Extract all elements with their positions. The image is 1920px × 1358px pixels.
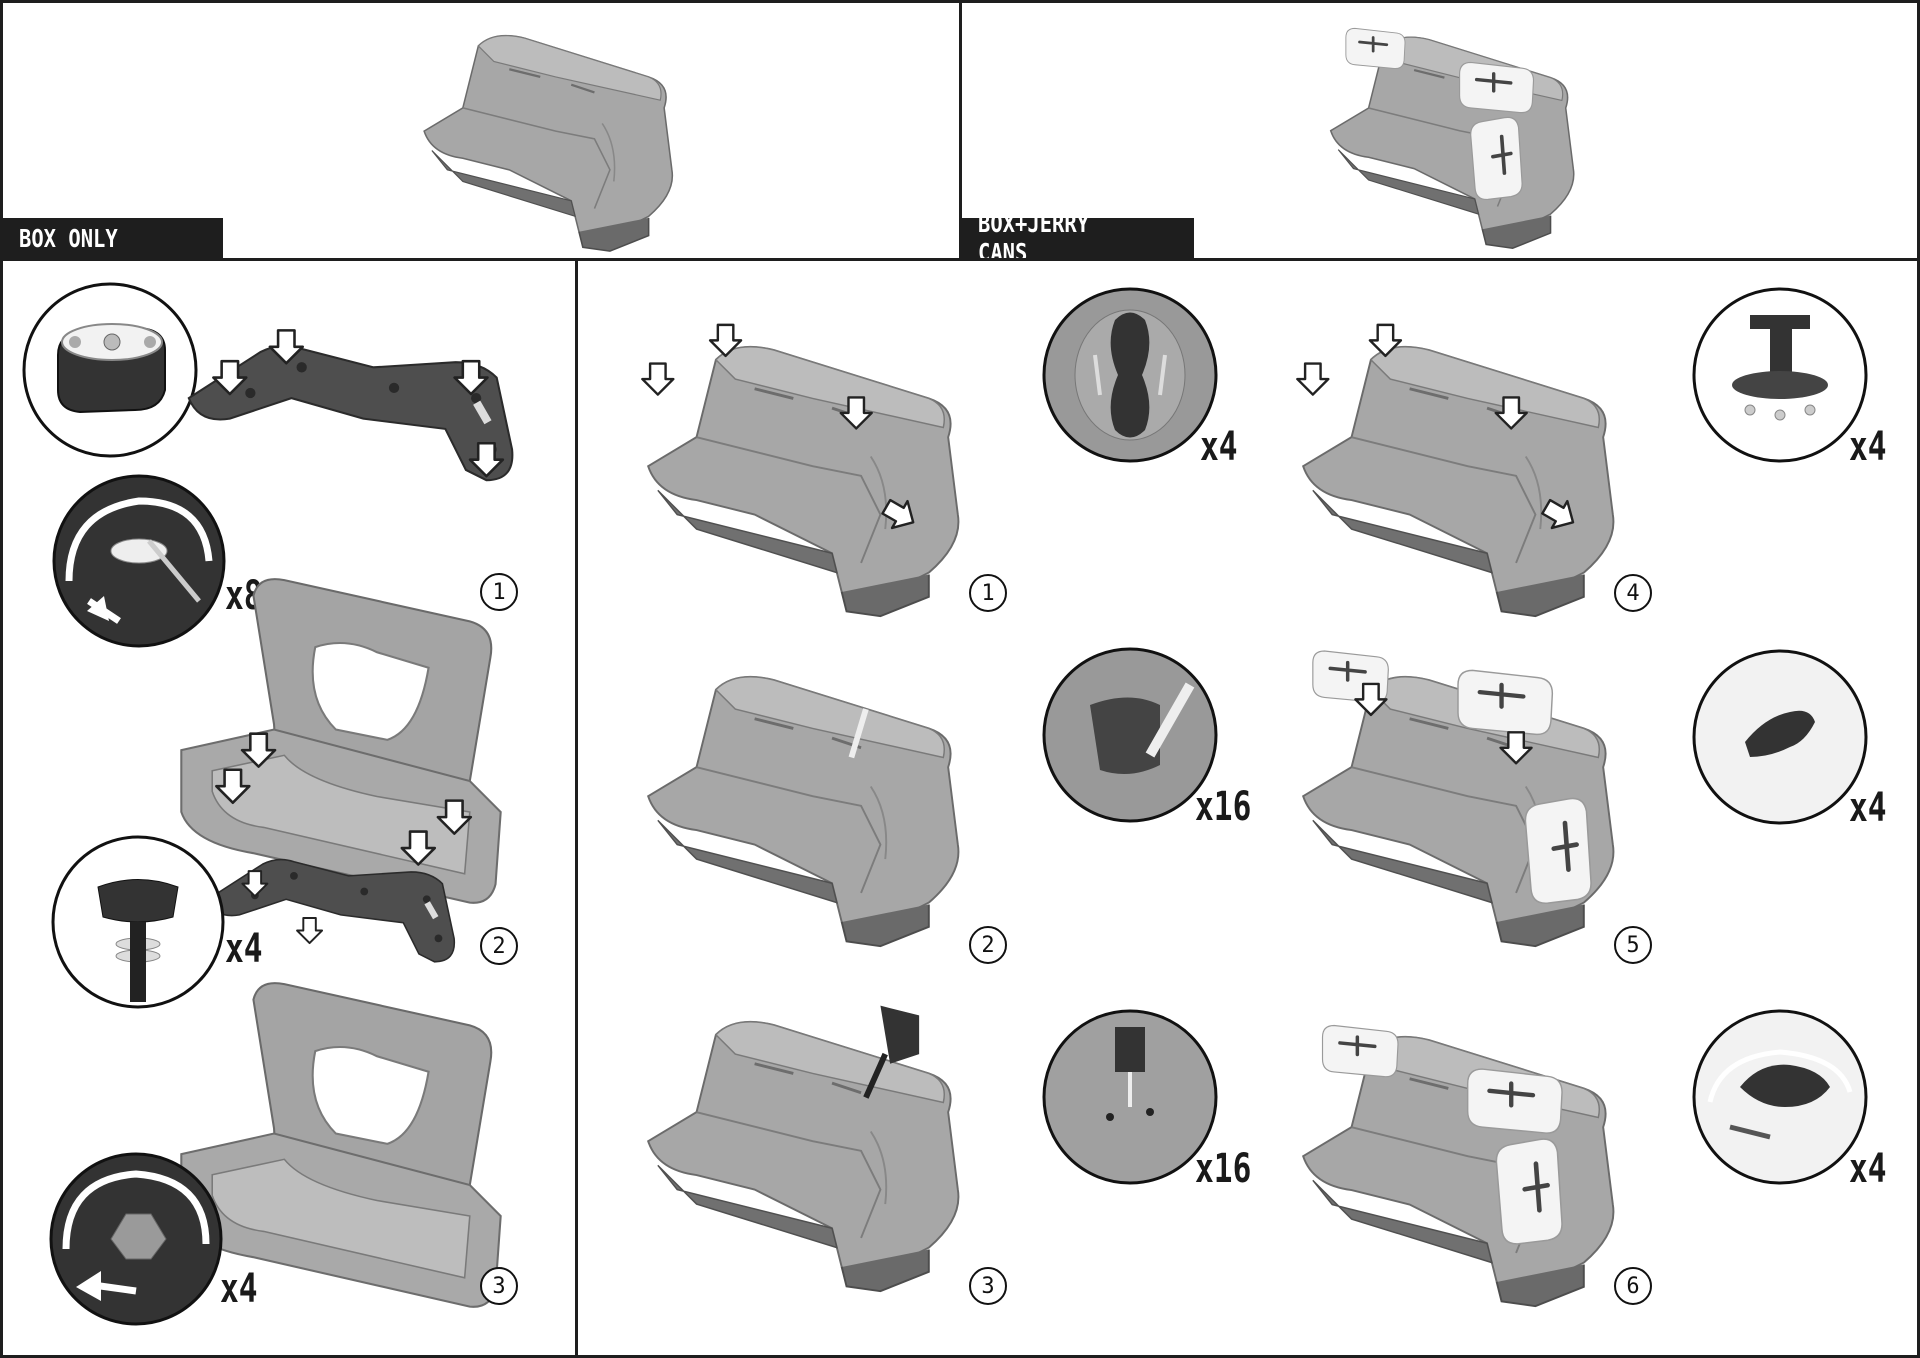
- right-step-6-illustration: [1301, 1023, 1615, 1308]
- right-step-6-quantity: x4: [1849, 1146, 1887, 1192]
- right-step-4-quantity: x4: [1849, 424, 1887, 470]
- right-step-2-number: 2: [969, 926, 1007, 964]
- right-step-1-illustration: [641, 323, 960, 618]
- step-1-detail-circle: [22, 282, 198, 458]
- panel-box-jerry-cans: BOX+JERRY CANS: [959, 0, 1920, 261]
- right-step-6-detail-circle: [1692, 1009, 1868, 1185]
- right-step-2-quantity: x16: [1195, 784, 1252, 830]
- step-3-number: 3: [480, 1267, 518, 1305]
- right-step-2-illustration: [646, 675, 960, 948]
- right-step-2-detail-circle: [1042, 647, 1218, 823]
- right-step-4-number: 4: [1614, 574, 1652, 612]
- right-step-5-detail-circle: [1692, 649, 1868, 825]
- step-2-knob-circle: [51, 835, 225, 1009]
- right-step-6-number: 6: [1614, 1267, 1652, 1305]
- atv-box-illustration: [422, 34, 674, 253]
- step-1-wrench-circle: [52, 474, 226, 648]
- right-step-3-illustration: [646, 1005, 960, 1293]
- step-3-quantity: x4: [220, 1266, 258, 1312]
- right-step-5-number: 5: [1614, 926, 1652, 964]
- step-2-number: 2: [480, 927, 518, 965]
- box-jerry-label: BOX+JERRY CANS: [962, 209, 1194, 258]
- panel-box-only: BOX ONLY: [0, 0, 962, 261]
- panel-box-only-steps: x8 1 x4 2 x4 3: [0, 258, 578, 1358]
- box-only-label: BOX ONLY: [3, 218, 223, 258]
- right-step-5-illustration: [1301, 649, 1615, 948]
- step-2-quantity: x4: [225, 926, 263, 972]
- right-step-4-detail-circle: [1692, 287, 1868, 463]
- right-step-3-detail-circle: [1042, 1009, 1218, 1185]
- atv-box-with-cans-illustration: [1329, 27, 1575, 250]
- step-3-knob-circle: [49, 1152, 223, 1326]
- right-step-1-number: 1: [969, 574, 1007, 612]
- panel-jerry-cans-steps: x4 1 x4 4 x16 2: [575, 258, 1920, 1358]
- mounting-plate-illustration: [187, 329, 514, 482]
- right-step-1-detail-circle: [1042, 287, 1218, 463]
- right-step-5-quantity: x4: [1849, 785, 1887, 831]
- right-step-1-quantity: x4: [1200, 424, 1238, 470]
- right-step-3-number: 3: [969, 1267, 1007, 1305]
- right-step-3-quantity: x16: [1195, 1146, 1252, 1192]
- right-step-4-illustration: [1296, 323, 1615, 618]
- step-1-number: 1: [480, 573, 518, 611]
